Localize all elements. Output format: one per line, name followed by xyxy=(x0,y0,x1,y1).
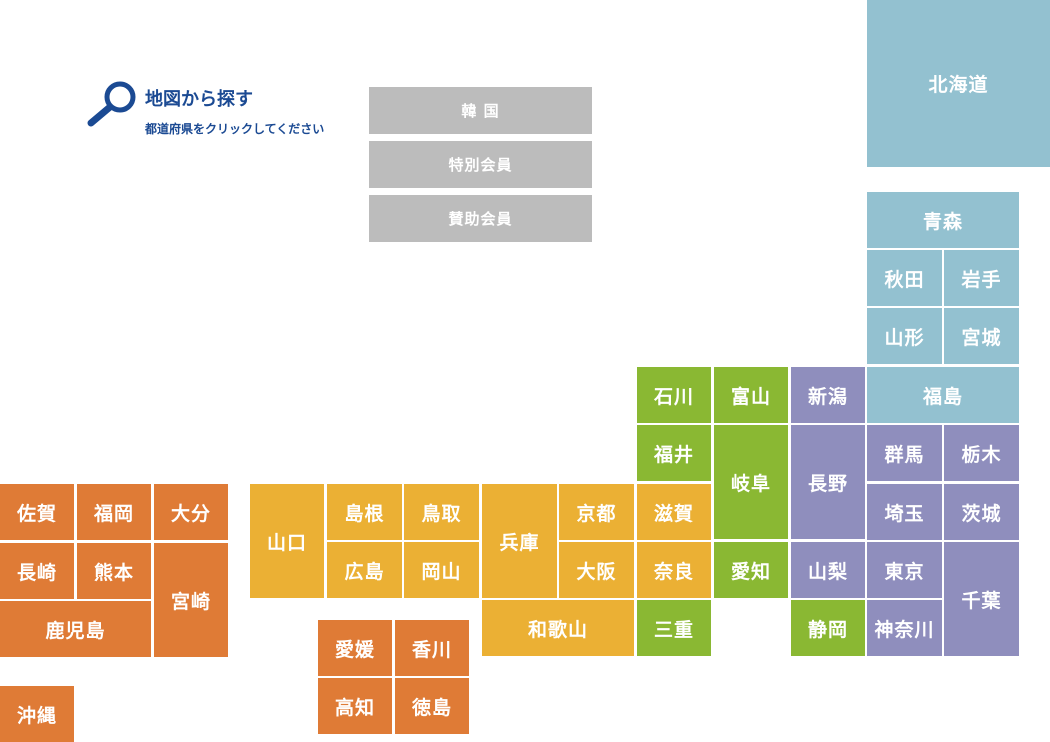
prefecture-kochi[interactable]: 高知 xyxy=(318,678,392,734)
prefecture-shimane[interactable]: 島根 xyxy=(327,484,402,540)
prefecture-kagoshima[interactable]: 鹿児島 xyxy=(0,601,151,657)
prefecture-miyazaki[interactable]: 宮崎 xyxy=(154,543,228,657)
prefecture-miyagi[interactable]: 宮城 xyxy=(944,308,1019,364)
prefecture-saitama[interactable]: 埼玉 xyxy=(867,484,942,540)
prefecture-yamagata[interactable]: 山形 xyxy=(867,308,942,364)
prefecture-kyoto[interactable]: 京都 xyxy=(559,484,634,540)
prefecture-hyogo[interactable]: 兵庫 xyxy=(482,484,557,598)
prefecture-okayama[interactable]: 岡山 xyxy=(404,542,479,598)
prefecture-aomori[interactable]: 青森 xyxy=(867,192,1019,248)
prefecture-okinawa[interactable]: 沖縄 xyxy=(0,686,74,742)
prefecture-osaka[interactable]: 大阪 xyxy=(559,542,634,598)
korea-button[interactable]: 韓 国 xyxy=(369,87,592,134)
prefecture-hiroshima[interactable]: 広島 xyxy=(327,542,402,598)
prefecture-gifu[interactable]: 岐阜 xyxy=(714,425,788,539)
prefecture-yamaguchi[interactable]: 山口 xyxy=(250,484,324,598)
prefecture-kumamoto[interactable]: 熊本 xyxy=(77,543,151,599)
prefecture-mie[interactable]: 三重 xyxy=(637,600,711,656)
prefecture-niigata[interactable]: 新潟 xyxy=(791,367,865,423)
prefecture-aichi[interactable]: 愛知 xyxy=(714,542,788,598)
page-subtitle: 都道府県をクリックしてください xyxy=(145,122,325,136)
prefecture-shizuoka[interactable]: 静岡 xyxy=(791,600,865,656)
support-member-button[interactable]: 賛助会員 xyxy=(369,195,592,242)
prefecture-tochigi[interactable]: 栃木 xyxy=(944,425,1019,481)
prefecture-gunma[interactable]: 群馬 xyxy=(867,425,942,481)
prefecture-tottori[interactable]: 鳥取 xyxy=(404,484,479,540)
prefecture-kagawa[interactable]: 香川 xyxy=(395,620,469,676)
prefecture-saga[interactable]: 佐賀 xyxy=(0,484,74,540)
special-member-button[interactable]: 特別会員 xyxy=(369,141,592,188)
prefecture-fukushima[interactable]: 福島 xyxy=(867,367,1019,423)
prefecture-shiga[interactable]: 滋賀 xyxy=(637,484,711,540)
search-icon xyxy=(87,81,136,127)
prefecture-tokushima[interactable]: 徳島 xyxy=(395,678,469,734)
prefecture-hokkaido[interactable]: 北海道 xyxy=(867,0,1050,167)
prefecture-nagasaki[interactable]: 長崎 xyxy=(0,543,74,599)
prefecture-tokyo[interactable]: 東京 xyxy=(867,542,942,598)
prefecture-oita[interactable]: 大分 xyxy=(154,484,228,540)
prefecture-yamanashi[interactable]: 山梨 xyxy=(791,542,865,598)
prefecture-nagano[interactable]: 長野 xyxy=(791,425,865,539)
prefecture-toyama[interactable]: 富山 xyxy=(714,367,788,423)
prefecture-wakayama[interactable]: 和歌山 xyxy=(482,600,634,656)
prefecture-iwate[interactable]: 岩手 xyxy=(944,250,1019,306)
page-title: 地図から探す xyxy=(145,89,253,110)
prefecture-fukui[interactable]: 福井 xyxy=(637,425,711,481)
prefecture-kanagawa[interactable]: 神奈川 xyxy=(867,600,942,656)
prefecture-ibaraki[interactable]: 茨城 xyxy=(944,484,1019,540)
prefecture-ehime[interactable]: 愛媛 xyxy=(318,620,392,676)
prefecture-akita[interactable]: 秋田 xyxy=(867,250,942,306)
prefecture-fukuoka[interactable]: 福岡 xyxy=(77,484,151,540)
prefecture-nara[interactable]: 奈良 xyxy=(637,542,711,598)
prefecture-chiba[interactable]: 千葉 xyxy=(944,542,1019,656)
prefecture-ishikawa[interactable]: 石川 xyxy=(637,367,711,423)
